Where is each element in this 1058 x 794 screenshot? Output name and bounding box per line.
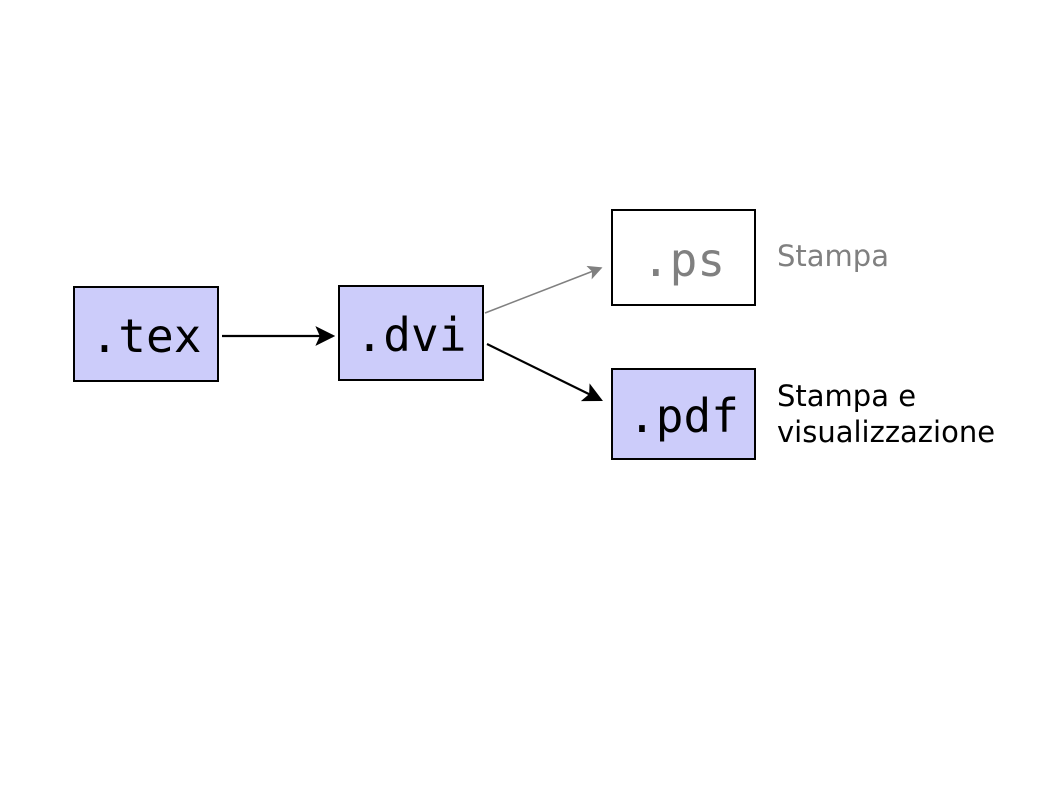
annotation-ps-stampa: Stampa: [777, 239, 889, 273]
node-tex[interactable]: .tex: [73, 286, 219, 382]
node-pdf[interactable]: .pdf: [611, 368, 756, 460]
node-dvi-label: .dvi: [355, 308, 467, 362]
node-dvi[interactable]: .dvi: [338, 285, 484, 381]
node-ps-label: .ps: [641, 232, 726, 287]
edge-dvi-to-ps: [484, 265, 603, 314]
node-pdf-label: .pdf: [628, 389, 739, 443]
node-ps[interactable]: .ps: [611, 209, 756, 306]
annotation-pdf-stampa-visualizzazione: Stampa e visualizzazione: [777, 379, 996, 450]
node-tex-label: .tex: [90, 309, 202, 363]
edge-dvi-to-pdf: [486, 343, 603, 402]
